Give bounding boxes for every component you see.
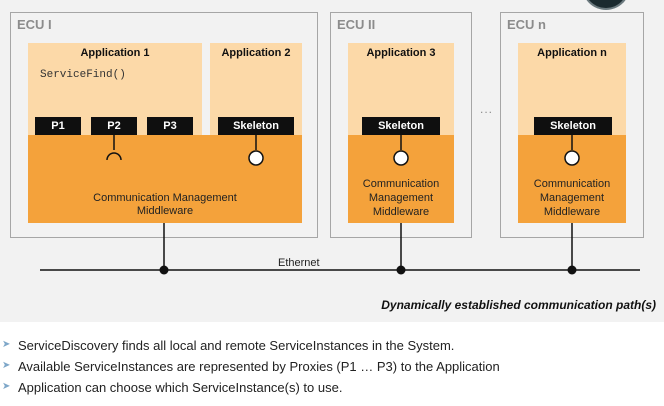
middleware-ecu-2-line-3: Middleware (372, 206, 430, 218)
skeleton-app-n-lollipop-icon (564, 150, 580, 166)
ecu-1-title: ECU I (17, 17, 52, 32)
ecu-2-bus-node (396, 265, 406, 275)
proxy-p2: P2 (91, 117, 137, 135)
bullet-text: ServiceDiscovery finds all local and rem… (18, 338, 455, 353)
bullet-item: ➤ ServiceDiscovery finds all local and r… (0, 338, 664, 359)
ecu-n-title: ECU n (507, 17, 546, 32)
application-n-title: Application n (537, 47, 607, 59)
bullet-item: ➤ Application can choose which ServiceIn… (0, 380, 664, 401)
skeleton-app-3: Skeleton (362, 117, 440, 135)
bullet-arrow-icon: ➤ (2, 381, 11, 392)
diagram-caption: Dynamically established communication pa… (381, 298, 656, 312)
ecu-1-bus-node (159, 265, 169, 275)
middleware-ecu-1: Communication Management Middleware (28, 135, 302, 223)
ethernet-label: Ethernet (278, 257, 320, 269)
middleware-ecu-2-line-2: Management (368, 192, 434, 204)
middleware-ecu-n-line-2: Management (539, 192, 605, 204)
middleware-ecu-2-line-1: Communication (362, 178, 440, 190)
application-1-title: Application 1 (80, 47, 150, 59)
connection-lines (40, 135, 640, 275)
proxy-socket-icon (106, 152, 122, 161)
bullet-list: ➤ ServiceDiscovery finds all local and r… (0, 338, 664, 401)
bullet-text: Application can choose which ServiceInst… (18, 380, 343, 395)
middleware-ecu-n-line-1: Communication (533, 178, 611, 190)
diagram-panel: ECU I Application 1 ServiceFind() Applic… (0, 0, 664, 322)
bullet-item: ➤ Available ServiceInstances are represe… (0, 359, 664, 380)
skeleton-app-2: Skeleton (218, 117, 294, 135)
ecu-n-bus-node (567, 265, 577, 275)
skeleton-app-3-lollipop-icon (393, 150, 409, 166)
middleware-ecu-1-line-1: Communication Management (93, 192, 237, 204)
bullet-arrow-icon: ➤ (2, 339, 11, 350)
middleware-ecu-n-line-3: Middleware (543, 206, 601, 218)
bullet-text: Available ServiceInstances are represent… (18, 359, 500, 374)
skeleton-app-n: Skeleton (534, 117, 612, 135)
ecu-2-title: ECU II (337, 17, 376, 32)
bullet-arrow-icon: ➤ (2, 360, 11, 371)
service-find-code: ServiceFind() (40, 69, 126, 81)
ecu-ellipsis: ... (480, 102, 494, 116)
proxy-p3: P3 (147, 117, 193, 135)
application-2-title: Application 2 (221, 47, 291, 59)
proxy-p1: P1 (35, 117, 81, 135)
skeleton-app-2-lollipop-icon (248, 150, 264, 166)
middleware-ecu-1-line-2: Middleware (136, 205, 194, 217)
application-3-title: Application 3 (366, 47, 436, 59)
